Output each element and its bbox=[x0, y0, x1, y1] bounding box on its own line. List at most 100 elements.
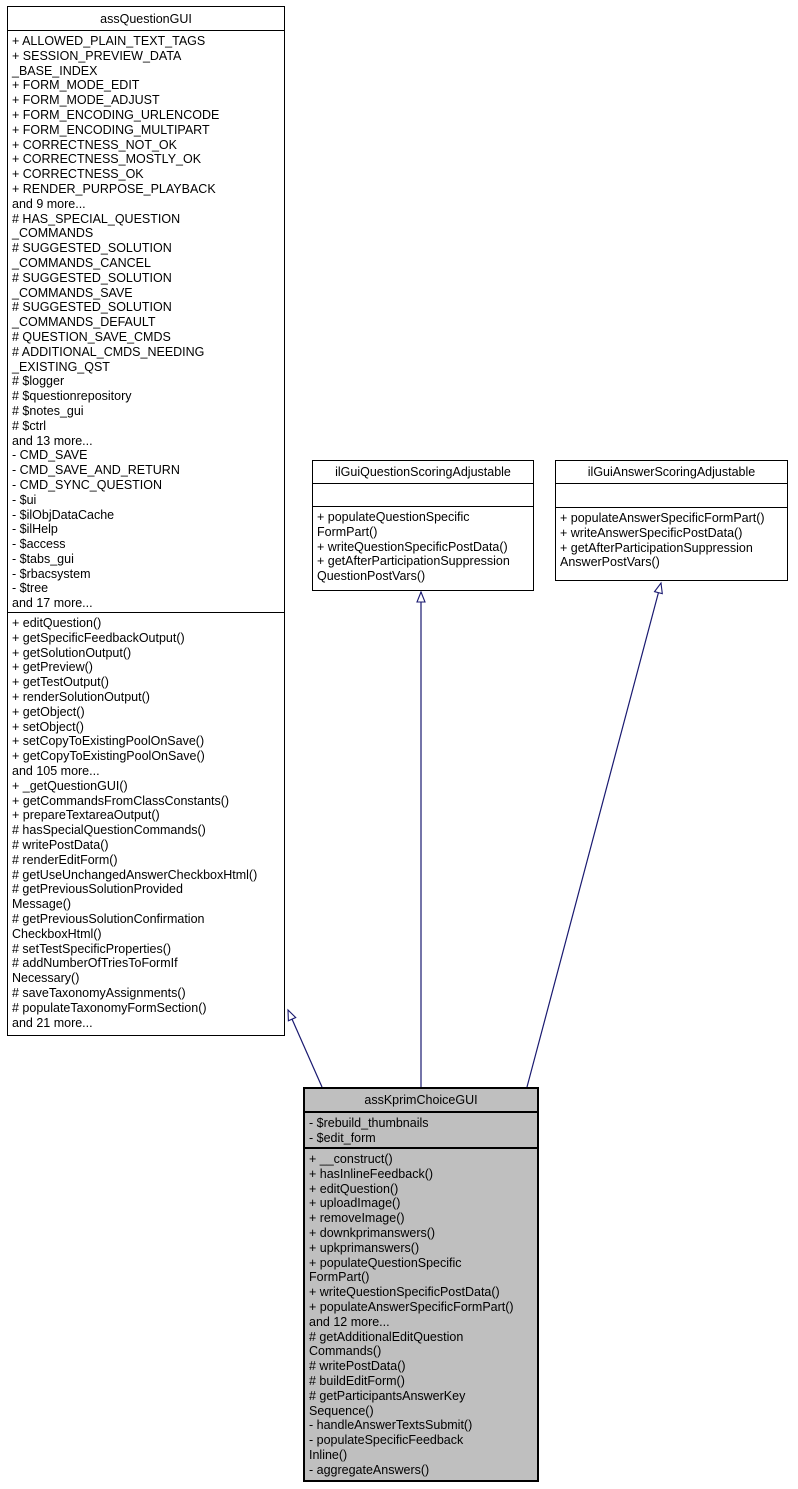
member-line: and 9 more... bbox=[12, 196, 86, 211]
member-line: # hasSpecialQuestionCommands() bbox=[12, 823, 206, 838]
member-line: # getPreviousSolutionProvided bbox=[12, 882, 183, 897]
member-line: FormPart() bbox=[309, 1270, 370, 1285]
member-line: + ALLOWED_PLAIN_TEXT_TAGS bbox=[12, 34, 206, 48]
member-line: + getCopyToExistingPoolOnSave() bbox=[12, 749, 205, 764]
member-line: # getUseUnchangedAnswerCheckboxHtml() bbox=[12, 867, 258, 882]
methods-section-ilGuiAnswerScoringAdjustable: + populateAnswerSpecificFormPart()+ writ… bbox=[556, 508, 787, 573]
member-line: _COMMANDS bbox=[12, 226, 94, 241]
member-line: + prepareTextareaOutput() bbox=[12, 808, 160, 823]
member-line: # setTestSpecificProperties() bbox=[12, 941, 172, 956]
member-line: # populateTaxonomyFormSection() bbox=[12, 1000, 207, 1015]
member-line: - $rebuild_thumbnails bbox=[309, 1116, 429, 1130]
member-line: + getSpecificFeedbackOutput() bbox=[12, 630, 185, 645]
member-line: - $rbacsystem bbox=[12, 566, 91, 581]
member-line: + writeQuestionSpecificPostData() bbox=[309, 1285, 500, 1300]
attributes-section-ilGuiAnswerScoringAdjustable bbox=[556, 484, 787, 508]
member-line: + setObject() bbox=[12, 719, 84, 734]
methods-section-assQuestionGUI: + editQuestion()+ getSpecificFeedbackOut… bbox=[8, 613, 284, 1033]
member-line: - $ui bbox=[12, 492, 37, 507]
attributes-section-ilGuiQuestionScoringAdjustable bbox=[313, 484, 533, 507]
member-line: - aggregateAnswers() bbox=[309, 1462, 430, 1477]
member-line: _EXISTING_QST bbox=[12, 359, 110, 374]
member-line: # SUGGESTED_SOLUTION bbox=[12, 270, 172, 285]
member-line: and 105 more... bbox=[12, 763, 100, 778]
member-line: + populateAnswerSpecificFormPart() bbox=[309, 1299, 514, 1314]
member-line: # HAS_SPECIAL_QUESTION bbox=[12, 211, 181, 226]
member-line: + writeAnswerSpecificPostData() bbox=[560, 525, 743, 540]
member-line: # writePostData() bbox=[309, 1359, 406, 1374]
member-line: - CMD_SAVE_AND_RETURN bbox=[12, 463, 180, 478]
member-line: - $access bbox=[12, 537, 66, 552]
member-line: + CORRECTNESS_OK bbox=[12, 167, 144, 182]
member-line: Sequence() bbox=[309, 1403, 374, 1418]
member-line: and 17 more... bbox=[12, 596, 93, 611]
class-box-assKprimChoiceGUI: assKprimChoiceGUI - $rebuild_thumbnails-… bbox=[303, 1087, 539, 1482]
attributes-section-assKprimChoiceGUI: - $rebuild_thumbnails- $edit_form bbox=[305, 1113, 537, 1149]
member-line: + getObject() bbox=[12, 704, 85, 719]
member-line: # renderEditForm() bbox=[12, 852, 118, 867]
member-line: - $ilObjDataCache bbox=[12, 507, 115, 522]
member-line: Necessary() bbox=[12, 971, 80, 986]
class-title-assKprimChoiceGUI: assKprimChoiceGUI bbox=[305, 1089, 537, 1113]
class-box-ilGuiAnswerScoringAdjustable[interactable]: ilGuiAnswerScoringAdjustable + populateA… bbox=[555, 460, 788, 581]
member-line: # buildEditForm() bbox=[309, 1373, 405, 1388]
member-line: # SUGGESTED_SOLUTION bbox=[12, 241, 172, 256]
member-line: # SUGGESTED_SOLUTION bbox=[12, 300, 172, 315]
member-line: - $edit_form bbox=[309, 1130, 376, 1145]
member-line: # addNumberOfTriesToFormIf bbox=[12, 956, 178, 971]
member-line: - populateSpecificFeedback bbox=[309, 1433, 464, 1448]
member-line: # getAdditionalEditQuestion bbox=[309, 1329, 464, 1344]
member-line: and 12 more... bbox=[309, 1314, 390, 1329]
member-line: # saveTaxonomyAssignments() bbox=[12, 985, 186, 1000]
member-line: _COMMANDS_CANCEL bbox=[12, 255, 151, 270]
member-line: FormPart() bbox=[317, 524, 378, 539]
member-line: + __construct() bbox=[309, 1152, 393, 1166]
methods-section-assKprimChoiceGUI: + __construct()+ hasInlineFeedback()+ ed… bbox=[305, 1149, 537, 1481]
member-line: + SESSION_PREVIEW_DATA bbox=[12, 48, 182, 63]
member-line: + populateQuestionSpecific bbox=[317, 510, 470, 524]
attributes-section-assQuestionGUI: + ALLOWED_PLAIN_TEXT_TAGS+ SESSION_PREVI… bbox=[8, 31, 284, 613]
class-title-ilGuiAnswerScoringAdjustable[interactable]: ilGuiAnswerScoringAdjustable bbox=[556, 461, 787, 484]
member-line: + getPreview() bbox=[12, 660, 93, 675]
member-line: + getAfterParticipationSuppression bbox=[317, 554, 510, 569]
member-line: + uploadImage() bbox=[309, 1196, 401, 1211]
member-line: + FORM_MODE_EDIT bbox=[12, 78, 140, 93]
member-line: + _getQuestionGUI() bbox=[12, 778, 128, 793]
member-line: + setCopyToExistingPoolOnSave() bbox=[12, 734, 205, 749]
member-line: + FORM_MODE_ADJUST bbox=[12, 93, 160, 108]
member-line: # QUESTION_SAVE_CMDS bbox=[12, 329, 171, 344]
member-line: - $ilHelp bbox=[12, 522, 58, 537]
member-line: # $notes_gui bbox=[12, 403, 84, 418]
member-line: - CMD_SYNC_QUESTION bbox=[12, 477, 163, 492]
member-line: + FORM_ENCODING_URLENCODE bbox=[12, 107, 220, 122]
member-line: Inline() bbox=[309, 1447, 348, 1462]
realization-arrow-to-ilGuiAnswerScoringAdjustable bbox=[526, 581, 663, 1088]
member-line: + getCommandsFromClassConstants() bbox=[12, 793, 230, 808]
member-line: + RENDER_PURPOSE_PLAYBACK bbox=[12, 181, 216, 196]
member-line: # writePostData() bbox=[12, 837, 109, 852]
member-line: - handleAnswerTextsSubmit() bbox=[309, 1418, 473, 1433]
member-line: # ADDITIONAL_CMDS_NEEDING bbox=[12, 344, 205, 359]
member-line: # getParticipantsAnswerKey bbox=[309, 1388, 466, 1403]
member-line: + populateQuestionSpecific bbox=[309, 1255, 462, 1270]
member-line: # $questionrepository bbox=[12, 389, 132, 404]
member-line: _COMMANDS_SAVE bbox=[12, 285, 133, 300]
member-line: + upkprimanswers() bbox=[309, 1240, 420, 1255]
class-title-ilGuiQuestionScoringAdjustable[interactable]: ilGuiQuestionScoringAdjustable bbox=[313, 461, 533, 484]
member-line: _COMMANDS_DEFAULT bbox=[12, 315, 156, 330]
member-line: QuestionPostVars() bbox=[317, 569, 426, 584]
member-line: + writeQuestionSpecificPostData() bbox=[317, 539, 508, 554]
member-line: + CORRECTNESS_NOT_OK bbox=[12, 137, 177, 152]
member-line: and 13 more... bbox=[12, 433, 93, 448]
class-box-ilGuiQuestionScoringAdjustable[interactable]: ilGuiQuestionScoringAdjustable + populat… bbox=[312, 460, 534, 591]
member-line: Commands() bbox=[309, 1344, 382, 1359]
member-line: Message() bbox=[12, 897, 72, 912]
member-line: + removeImage() bbox=[309, 1211, 405, 1226]
class-box-assQuestionGUI[interactable]: assQuestionGUI + ALLOWED_PLAIN_TEXT_TAGS… bbox=[7, 6, 285, 1036]
member-line: + FORM_ENCODING_MULTIPART bbox=[12, 122, 210, 137]
generalization-arrow-to-assQuestionGUI bbox=[287, 1008, 323, 1088]
member-line: AnswerPostVars() bbox=[560, 555, 660, 570]
class-title-assQuestionGUI[interactable]: assQuestionGUI bbox=[8, 7, 284, 31]
